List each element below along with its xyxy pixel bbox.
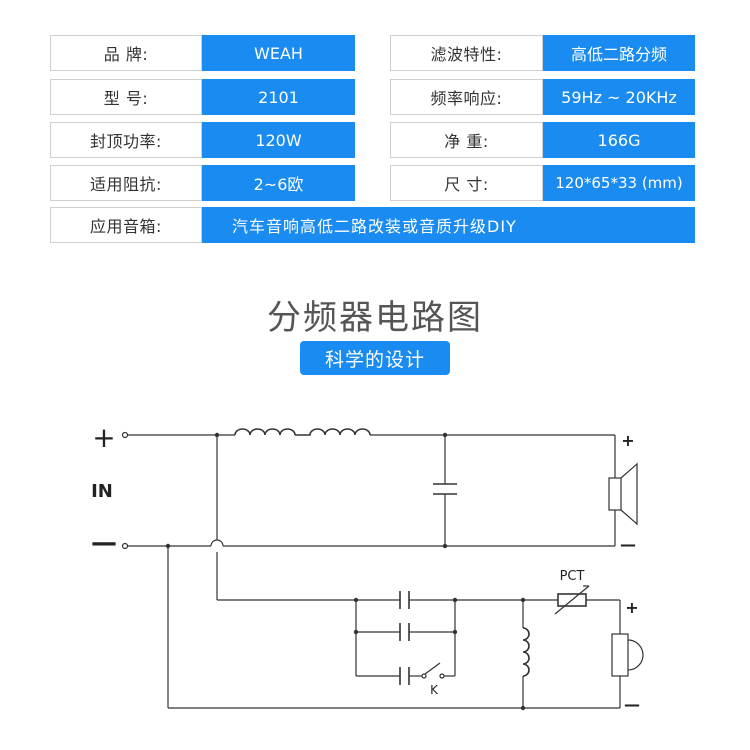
negative-rail [127, 539, 615, 549]
woofer-feed-wire [216, 435, 356, 601]
input-label: IN [91, 481, 113, 502]
frequency-value: 59Hz ~ 20KHz [543, 79, 695, 115]
woofer-shunt-inductor [520, 600, 530, 711]
input-minus-terminal [121, 542, 129, 550]
power-label: 封顶功率: [50, 122, 202, 158]
pct-label: PCT [560, 569, 585, 584]
input-plus-terminal [121, 431, 129, 439]
capacitor-bank [353, 591, 458, 685]
frequency-label: 频率响应: [390, 79, 543, 115]
impedance-label: 适用阻抗: [50, 165, 202, 201]
tweeter-minus-sign: — [620, 535, 636, 554]
woofer-plus-sign: + [625, 598, 638, 617]
tweeter-plus-sign: + [621, 431, 634, 450]
woofer-network-wire [455, 597, 558, 603]
model-value: 2101 [202, 79, 355, 115]
switch-label: K [430, 683, 439, 697]
weight-value: 166G [543, 122, 695, 158]
filter-value: 高低二路分频 [543, 35, 695, 71]
power-value: 120W [202, 122, 355, 158]
input-minus-sign: — [91, 528, 117, 558]
woofer-return-wire [167, 546, 620, 709]
circuit-subtitle-badge: 科学的设计 [300, 341, 450, 375]
tweeter-shunt-capacitor [433, 435, 457, 549]
size-label: 尺 寸: [390, 165, 543, 201]
size-value: 120*65*33 (mm) [543, 165, 695, 201]
application-value: 汽车音响高低二路改装或音质升级DIY [202, 207, 695, 243]
filter-label: 滤波特性: [390, 35, 543, 71]
woofer-speaker-icon [611, 600, 644, 708]
input-plus-sign: + [92, 421, 115, 454]
weight-label: 净 重: [390, 122, 543, 158]
tweeter-speaker-icon [608, 435, 638, 546]
impedance-value: 2~6欧 [202, 165, 355, 201]
tweeter-series-inductor [234, 428, 371, 436]
top-positive-rail [127, 432, 235, 438]
pct-thermistor [554, 585, 620, 615]
model-label: 型 号: [50, 79, 202, 115]
brand-label: 品 牌: [50, 35, 202, 71]
woofer-minus-sign: — [624, 695, 640, 714]
brand-value: WEAH [202, 35, 355, 71]
circuit-title: 分频器电路图 [267, 298, 483, 338]
crossover-circuit-diagram: + IN — + — [91, 421, 644, 714]
application-label: 应用音箱: [50, 207, 202, 243]
